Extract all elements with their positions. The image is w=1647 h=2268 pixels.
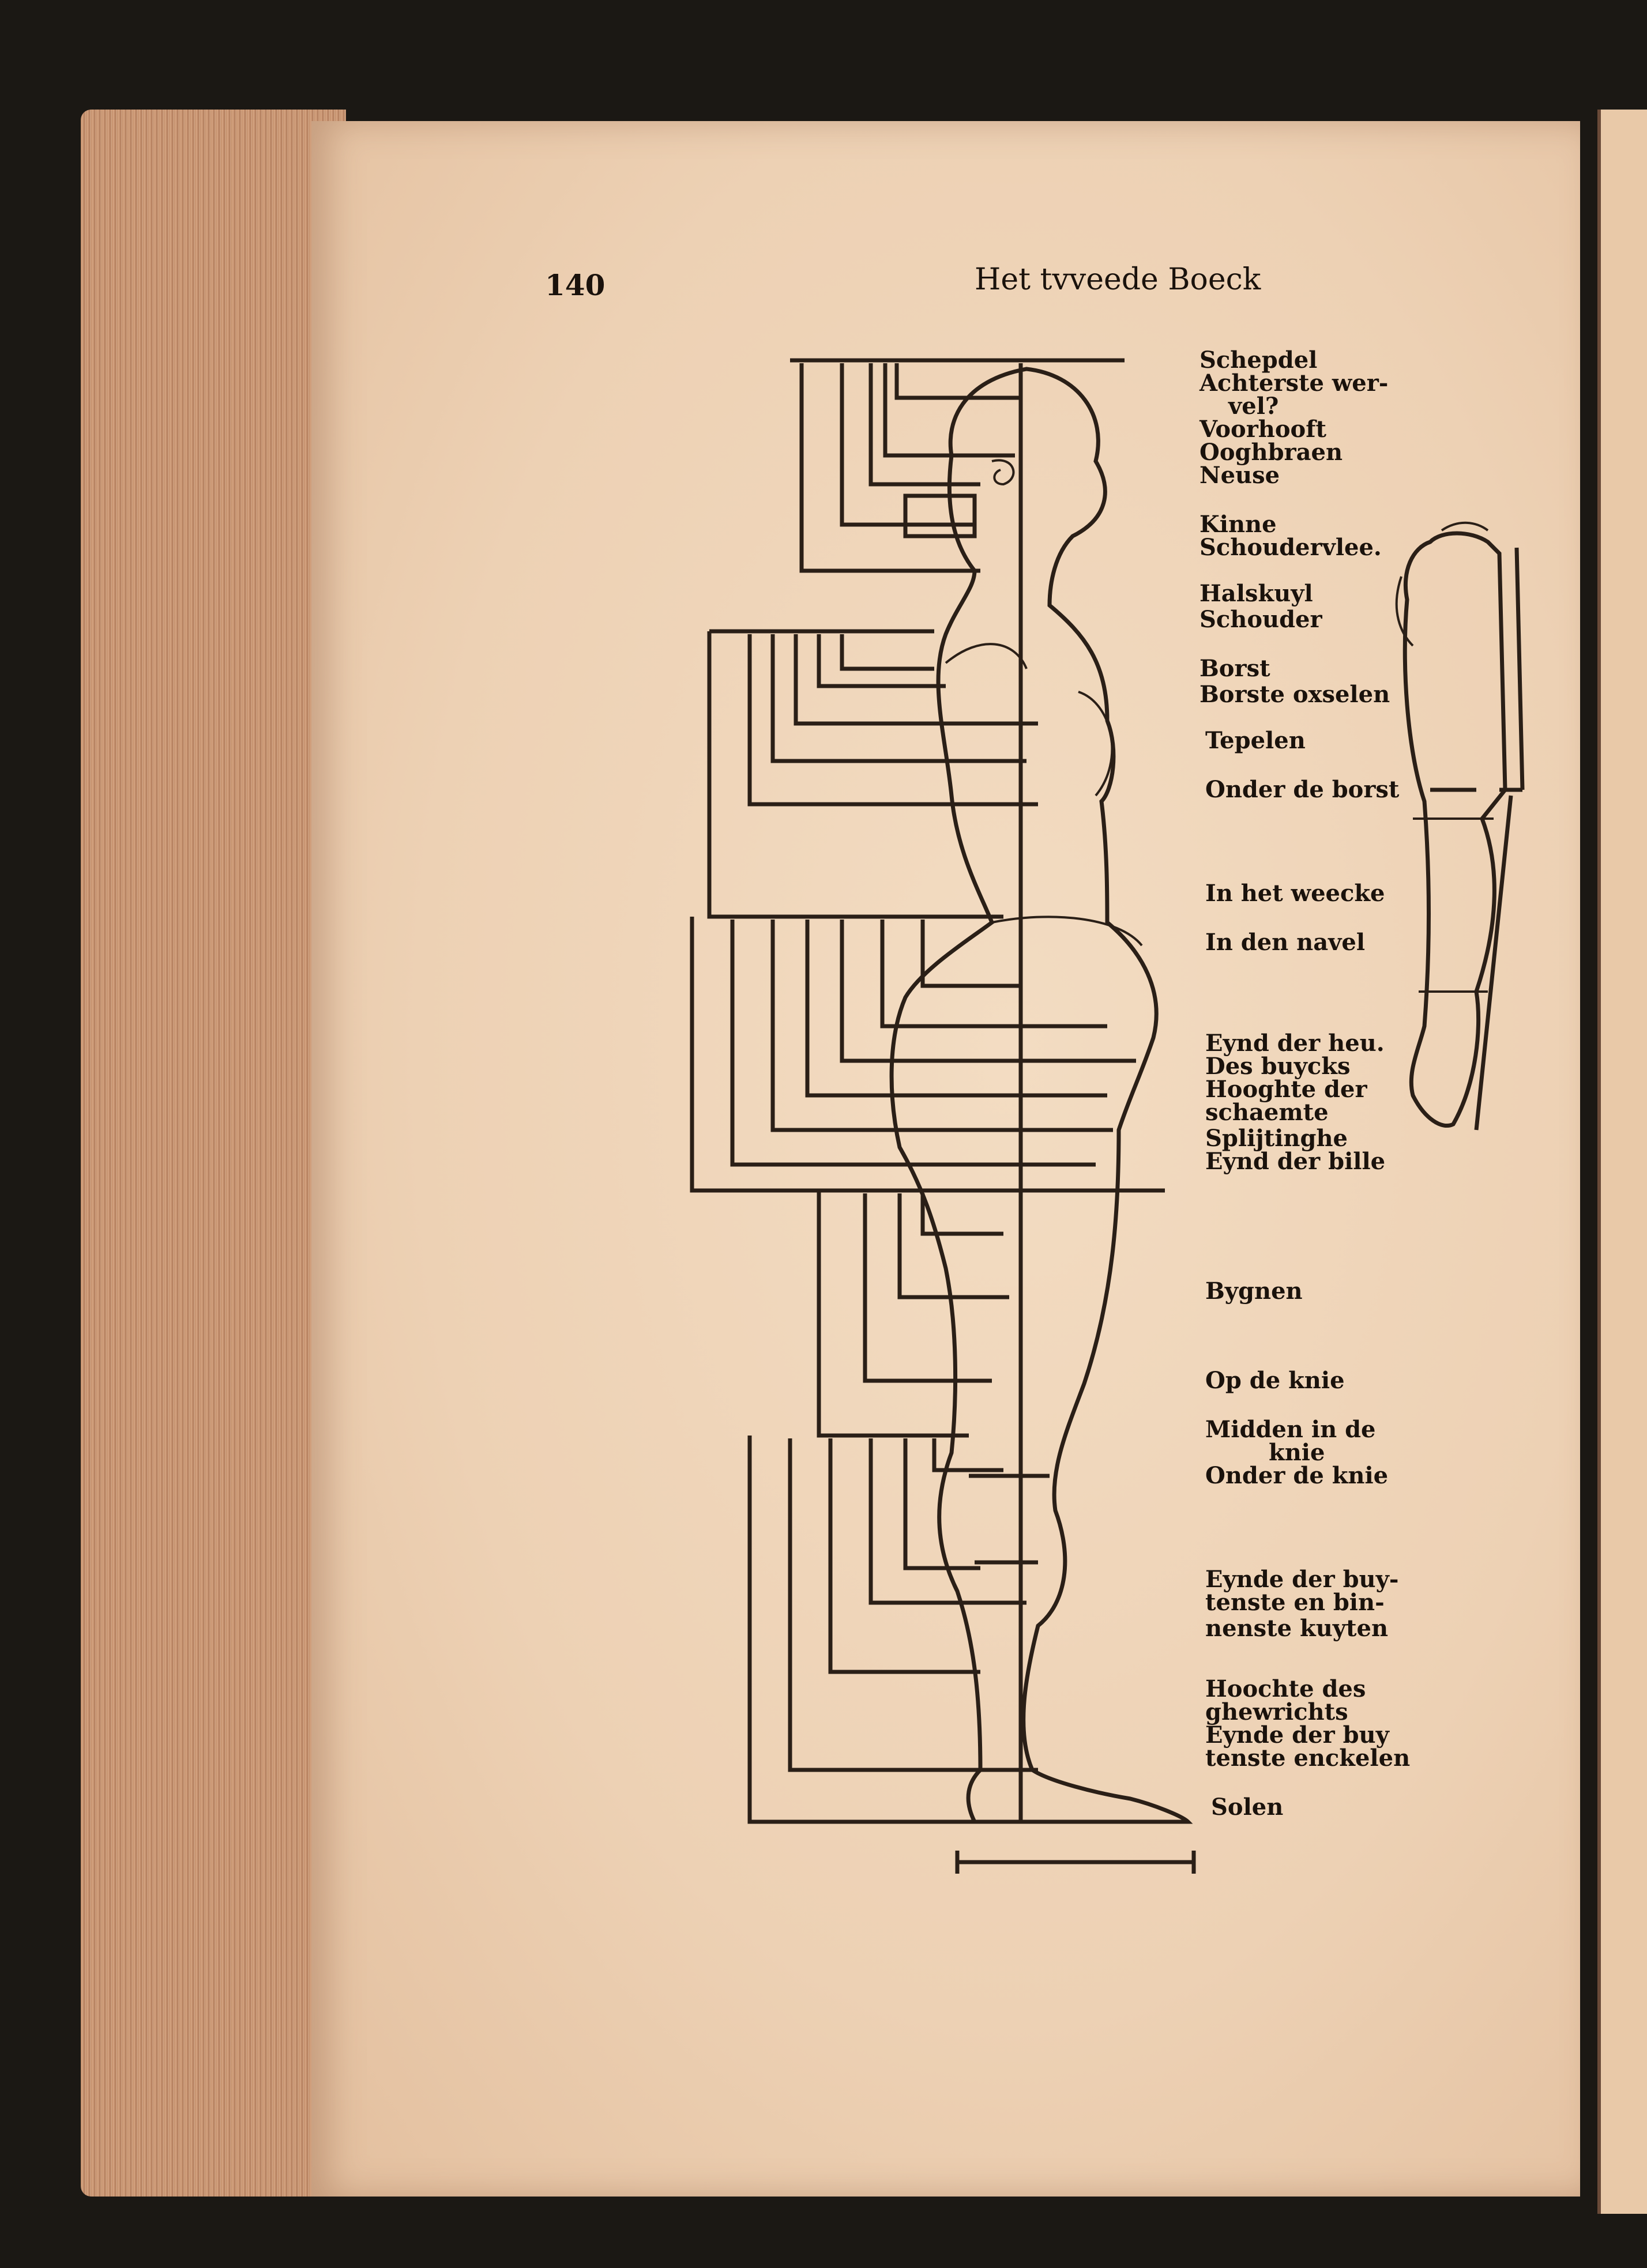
label-in-het-weecke: In het weecke (1205, 880, 1385, 907)
label-borst: Borst (1199, 655, 1270, 682)
arm-figure (1395, 521, 1525, 1131)
book-page (311, 121, 1580, 2197)
label-midden-in-de: Midden in de (1205, 1416, 1376, 1443)
breast-curve (1078, 691, 1114, 797)
label-op-de-knie: Op de knie (1205, 1367, 1345, 1394)
ear (991, 459, 1015, 486)
label-neuse: Neuse (1199, 462, 1280, 489)
label-schoudervlee: Schoudervlee. (1199, 534, 1382, 561)
label-ooghbraen: Ooghbraen (1199, 439, 1343, 466)
book (69, 86, 1647, 2220)
label-achterste-wervel: Achterste wer- (1199, 370, 1389, 397)
label-borste-oxselen: Borste oxselen (1199, 681, 1390, 708)
label-eynde-der-buy: Eynde der buy (1205, 1721, 1389, 1749)
label-kinne: Kinne (1199, 511, 1277, 538)
label-in-den-navel: In den navel (1205, 929, 1366, 956)
label-des-buycks: Des buycks (1205, 1053, 1351, 1080)
scale-bar (955, 1851, 1196, 1874)
label-voorhooft: Voorhooft (1199, 416, 1326, 443)
torso-frame (707, 629, 1038, 919)
body-outline (889, 367, 1193, 1824)
label-tenste-en-binnenste: tenste en bin- (1205, 1589, 1385, 1616)
label-solen: Solen (1211, 1794, 1284, 1821)
label-hoochte-des: Hoochte des (1205, 1675, 1366, 1702)
label-hooghte-der: Hooghte der (1205, 1076, 1367, 1103)
label-ghewrichts: ghewrichts (1205, 1698, 1348, 1726)
thigh-frame (817, 1190, 1009, 1438)
hip-frame (690, 917, 1165, 1193)
leg-frame (747, 1436, 1188, 1824)
label-tepelen: Tepelen (1205, 727, 1306, 754)
label-eynd-der-heu: Eynd der heu. (1205, 1030, 1385, 1057)
head-frame (790, 358, 1125, 573)
label-eynd-der-bille: Eynd der bille (1205, 1148, 1386, 1175)
label-vel: vel? (1228, 393, 1279, 420)
belly-curve (991, 916, 1143, 947)
label-halskuyl: Halskuyl (1199, 580, 1313, 607)
label-splijtinghe: Splijtinghe (1205, 1125, 1348, 1152)
page-number: 140 (545, 268, 606, 302)
label-schepdel: Schepdel (1199, 346, 1318, 374)
label-tenste-enckelen: tenste enckelen (1205, 1745, 1411, 1772)
label-knie: knie (1269, 1439, 1325, 1466)
label-onder-de-borst: Onder de borst (1205, 776, 1400, 803)
label-nenste-kuyten: nenste kuyten (1205, 1615, 1389, 1642)
label-bygnen: Bygnen (1205, 1278, 1303, 1305)
page-edges (81, 110, 346, 2197)
facing-page-edge (1597, 110, 1647, 2214)
label-schouder: Schouder (1199, 606, 1322, 633)
label-eynde-der-buytenste: Eynde der buy- (1205, 1566, 1399, 1593)
label-schaemte: schaemte (1205, 1099, 1329, 1126)
running-head: Het tvveede Boeck (975, 262, 1261, 297)
label-onder-de-knie: Onder de knie (1205, 1462, 1389, 1489)
chest-arc (945, 643, 1028, 669)
